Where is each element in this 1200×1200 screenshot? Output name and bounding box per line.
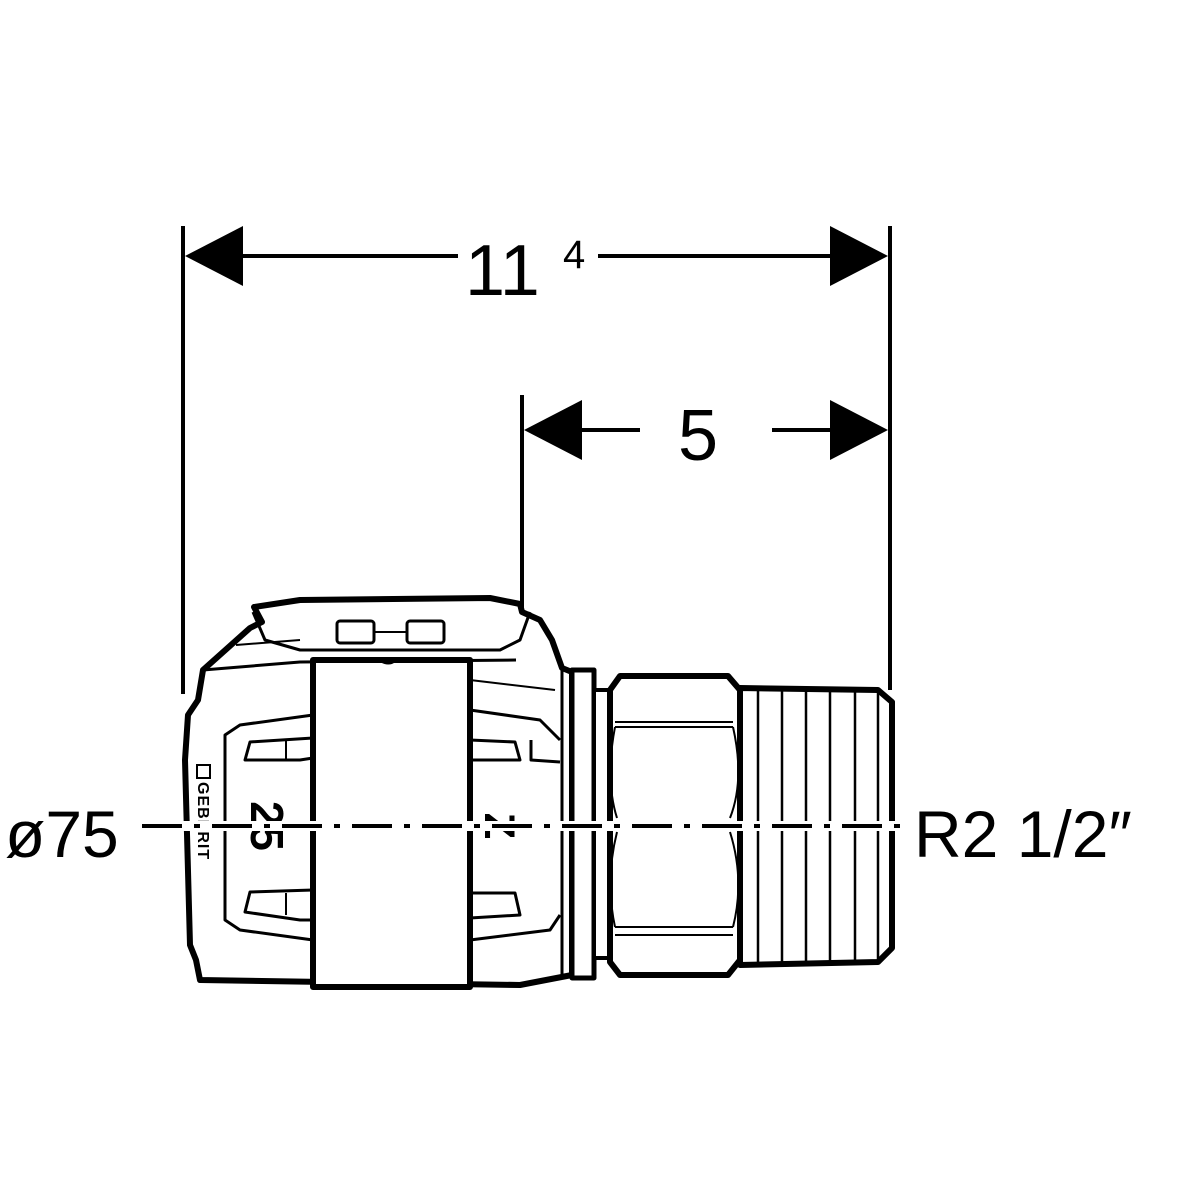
logo-square-icon	[196, 764, 211, 779]
dimension-overall: 11 4	[185, 226, 888, 311]
dimension-value: 5	[678, 396, 718, 476]
arrowhead-left-icon	[185, 226, 243, 286]
locking-clip-slot	[405, 619, 446, 645]
locking-clip-slot	[335, 619, 376, 645]
arrowhead-left-icon	[524, 400, 582, 460]
press-coupling	[182, 595, 575, 990]
dimension-value: 11	[465, 231, 540, 311]
dimension-superscript: 4	[563, 233, 585, 277]
dimension-thread: 5	[524, 396, 888, 476]
arrowhead-right-icon	[830, 400, 888, 460]
thread-size-label: R2 1/2″	[914, 797, 1132, 871]
arrowhead-right-icon	[830, 226, 888, 286]
pipe-diameter-label: ø75	[5, 797, 119, 871]
